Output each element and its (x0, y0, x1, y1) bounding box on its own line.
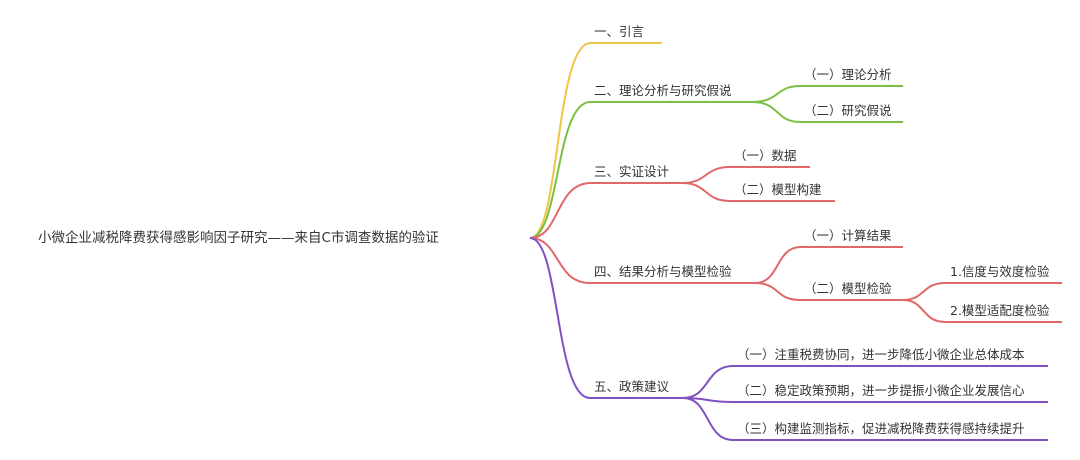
node-policy-3: （三）构建监测指标，促进减税降费获得感持续提升 (737, 421, 1025, 436)
edge-b2-c2 (751, 101, 801, 123)
edge-b2-c1 (751, 85, 801, 103)
node-reliability-validity: 1.信度与效度检验 (950, 264, 1050, 279)
branch-introduction: 一、引言 (594, 24, 645, 39)
branch-results: 四、结果分析与模型检验 (594, 264, 732, 279)
branch-policy: 五、政策建议 (594, 379, 670, 394)
edge-root-b3 (529, 182, 591, 239)
edge-b4-c1 (754, 246, 801, 284)
edge-root-b4 (529, 237, 591, 284)
edge-b4-c2-g2 (902, 299, 946, 323)
node-calculation-results: （一）计算结果 (804, 228, 892, 243)
edge-b5-c3 (682, 397, 734, 441)
node-model-fit: 2.模型适配度检验 (950, 303, 1050, 318)
node-policy-2: （二）稳定政策预期，进一步提振小微企业发展信心 (737, 383, 1025, 398)
node-policy-1: （一）注重税费协同，进一步降低小微企业总体成本 (737, 347, 1025, 362)
edge-root-b1 (529, 42, 591, 239)
edge-b5-c1 (682, 365, 734, 399)
branch-theory: 二、理论分析与研究假说 (594, 83, 732, 98)
node-model-test: （二）模型检验 (804, 281, 892, 296)
node-theory-analysis: （一）理论分析 (804, 67, 892, 82)
edge-b3-c1 (681, 166, 731, 184)
node-research-hypothesis: （二）研究假说 (804, 103, 892, 118)
edge-b4-c2 (754, 282, 801, 301)
node-data: （一）数据 (734, 148, 797, 163)
node-model-construction: （二）模型构建 (734, 182, 822, 197)
edge-b3-c2 (681, 182, 731, 202)
branch-empirical-design: 三、实证设计 (594, 164, 670, 179)
edge-b4-c2-g1 (902, 282, 946, 301)
root-topic: 小微企业减税降费获得感影响因子研究——来自C市调查数据的验证 (38, 230, 439, 246)
edge-root-b2 (529, 101, 591, 239)
edge-root-b5 (529, 237, 591, 399)
